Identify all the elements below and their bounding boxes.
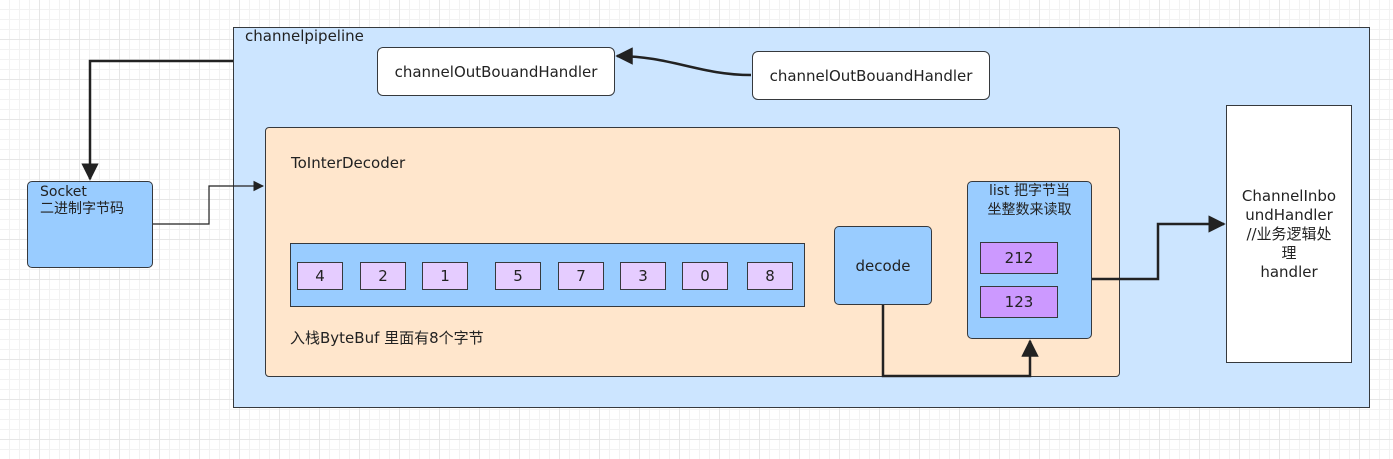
list-title: list 把字节当 坐整数来读取 (967, 182, 1092, 220)
socket-node[interactable]: Socket 二进制字节码 (27, 181, 153, 268)
decode-node[interactable]: decode (834, 226, 932, 305)
outbound-right-to-left-arrow (615, 47, 752, 77)
socket-to-decoder-arrow (153, 180, 265, 225)
channel-inbound-handler[interactable]: ChannelInbo undHandler //业务逻辑处 理 handler (1226, 105, 1352, 363)
byte-cell[interactable]: 7 (558, 262, 604, 290)
outbound-handler-left[interactable]: channelOutBouandHandler (377, 47, 615, 96)
list-title-line2: 坐整数来读取 (987, 202, 1072, 218)
list-title-line1: list 把字节当 (988, 183, 1070, 199)
byte-cell[interactable]: 2 (360, 262, 406, 290)
decode-to-list-arrow (881, 305, 1039, 378)
list-item[interactable]: 123 (980, 286, 1058, 318)
decoder-title: ToInterDecoder (291, 154, 406, 172)
byte-cell[interactable]: 8 (747, 262, 793, 290)
byte-cell[interactable]: 4 (297, 262, 343, 290)
socket-title: Socket (40, 184, 87, 200)
pipeline-title: channelpipeline (245, 27, 364, 45)
byte-cell[interactable]: 1 (422, 262, 468, 290)
pipeline-to-socket-arrow (81, 59, 233, 181)
byte-cell[interactable]: 5 (495, 262, 541, 290)
bytebuf-caption: 入栈ByteBuf 里面有8个字节 (290, 329, 484, 347)
socket-subtitle: 二进制字节码 (40, 201, 124, 217)
outbound-handler-right[interactable]: channelOutBouandHandler (752, 51, 990, 100)
byte-cell[interactable]: 3 (620, 262, 666, 290)
list-to-inbound-arrow (1092, 215, 1226, 281)
list-item[interactable]: 212 (980, 242, 1058, 274)
byte-cell[interactable]: 0 (682, 262, 728, 290)
